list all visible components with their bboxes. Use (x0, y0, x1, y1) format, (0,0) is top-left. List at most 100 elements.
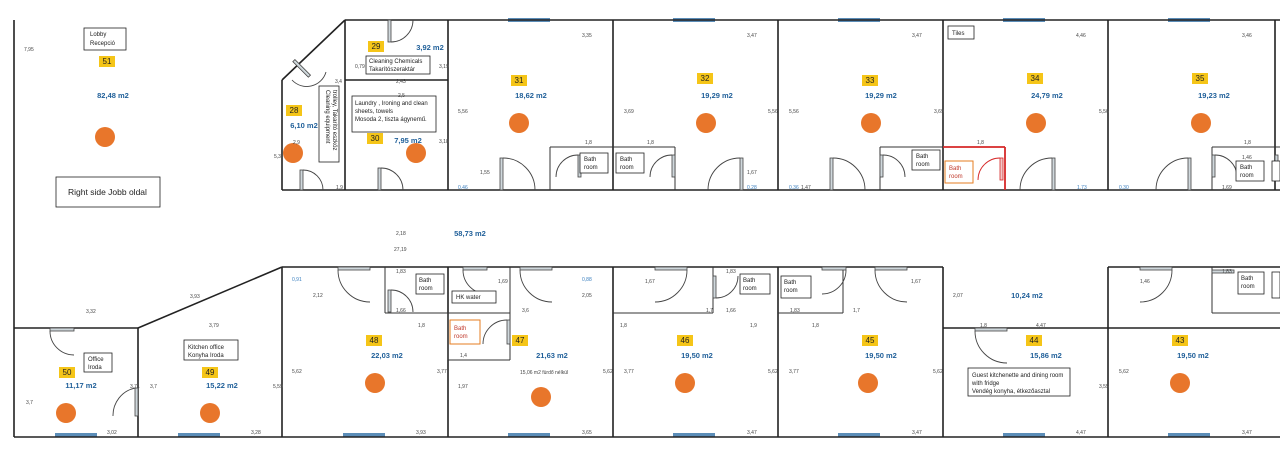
bath-room-label: Bath room (1237, 271, 1265, 295)
svg-text:room: room (1241, 284, 1255, 290)
svg-text:1,8: 1,8 (977, 140, 984, 146)
svg-text:3,65: 3,65 (582, 430, 592, 436)
svg-text:1,8: 1,8 (585, 140, 592, 146)
svg-text:1,8: 1,8 (418, 323, 425, 329)
door (555, 154, 582, 178)
svg-text:0,30: 0,30 (1119, 185, 1129, 191)
door (1211, 269, 1235, 274)
lamp-icon (95, 127, 115, 147)
door (499, 157, 536, 191)
svg-text:51: 51 (103, 57, 112, 66)
svg-text:3,92 m2: 3,92 m2 (416, 43, 444, 52)
svg-text:1,83: 1,83 (790, 308, 800, 314)
door (821, 266, 847, 295)
svg-text:15,86 m2: 15,86 m2 (1030, 351, 1062, 360)
svg-text:3,47: 3,47 (747, 33, 757, 39)
svg-text:4,47: 4,47 (1036, 323, 1046, 329)
door (1155, 157, 1192, 191)
svg-text:5,56: 5,56 (768, 109, 778, 115)
svg-text:Bath: Bath (949, 166, 961, 172)
bath-room-label-highlighted: Bath room (944, 160, 974, 184)
svg-text:0,79: 0,79 (355, 64, 365, 70)
svg-text:Iroda: Iroda (88, 365, 102, 371)
svg-text:Bath: Bath (1241, 276, 1253, 282)
svg-text:room: room (454, 334, 468, 340)
svg-text:3,55: 3,55 (1099, 384, 1109, 390)
lamp-icon (861, 113, 881, 133)
svg-text:2,9: 2,9 (293, 140, 300, 146)
svg-text:3,18: 3,18 (439, 139, 449, 145)
svg-text:1,8: 1,8 (1244, 140, 1251, 146)
svg-text:Bath: Bath (1240, 165, 1252, 171)
lamp-icon (365, 373, 385, 393)
svg-text:Bath: Bath (620, 157, 632, 163)
svg-text:19,29 m2: 19,29 m2 (865, 91, 897, 100)
corridor-area: 58,73 m2 (454, 229, 486, 238)
svg-text:Bath: Bath (916, 154, 928, 160)
bath-labels: Bath room Bath room Bath room Bath room Bath… (415, 149, 1280, 345)
svg-text:50: 50 (63, 368, 72, 377)
door (707, 157, 744, 191)
svg-text:room: room (949, 174, 963, 180)
door (49, 327, 75, 356)
svg-text:0,46: 0,46 (458, 185, 468, 191)
label-laundry: Laundry , Ironing and clean sheets, towe… (351, 95, 437, 133)
room-50: 50 11,17 m2 (59, 367, 97, 390)
svg-text:3,28: 3,28 (251, 430, 261, 436)
door (519, 266, 553, 303)
lamp-icon (858, 373, 878, 393)
ceiling-lamps (56, 113, 1211, 423)
svg-text:3,47: 3,47 (912, 33, 922, 39)
svg-text:6,10 m2: 6,10 m2 (290, 121, 318, 130)
svg-text:11,17 m2: 11,17 m2 (65, 381, 96, 390)
lamp-icon (406, 143, 426, 163)
svg-text:3,93: 3,93 (416, 430, 426, 436)
svg-text:19,50 m2: 19,50 m2 (681, 351, 713, 360)
door (879, 154, 906, 178)
svg-text:Mosoda 2, tiszta ágynemű.: Mosoda 2, tiszta ágynemű. (355, 117, 427, 123)
svg-text:3,93: 3,93 (190, 294, 200, 300)
svg-text:33: 33 (866, 76, 875, 85)
svg-text:29: 29 (372, 42, 381, 51)
svg-text:4,47: 4,47 (1076, 430, 1086, 436)
svg-text:5,56: 5,56 (458, 109, 468, 115)
window (838, 433, 880, 437)
svg-text:2,05: 2,05 (582, 293, 592, 299)
svg-text:19,50 m2: 19,50 m2 (1177, 351, 1209, 360)
svg-text:1,8: 1,8 (647, 140, 654, 146)
svg-text:1,66: 1,66 (726, 308, 736, 314)
svg-text:3,7: 3,7 (26, 400, 33, 406)
walls (13, 19, 1280, 438)
svg-text:Vendég konyha, étkezőasztal: Vendég konyha, étkezőasztal (972, 389, 1050, 395)
svg-text:3,47: 3,47 (912, 430, 922, 436)
bath-room-label (1271, 160, 1280, 182)
svg-text:1,7: 1,7 (706, 308, 713, 314)
svg-text:room: room (1240, 173, 1254, 179)
svg-text:sheets, towels: sheets, towels (355, 109, 393, 115)
lamp-icon (283, 143, 303, 163)
svg-text:room: room (419, 286, 433, 292)
door (649, 154, 676, 178)
svg-text:35: 35 (1196, 74, 1205, 83)
svg-text:3,69: 3,69 (934, 109, 944, 115)
svg-text:0,88: 0,88 (582, 277, 592, 283)
svg-text:1,83: 1,83 (396, 269, 406, 275)
svg-text:46: 46 (681, 336, 690, 345)
door (874, 266, 908, 303)
svg-text:0,28: 0,28 (747, 185, 757, 191)
svg-text:3,71: 3,71 (130, 384, 140, 390)
svg-text:5,59: 5,59 (273, 384, 283, 390)
door (462, 266, 488, 295)
window (55, 433, 97, 437)
